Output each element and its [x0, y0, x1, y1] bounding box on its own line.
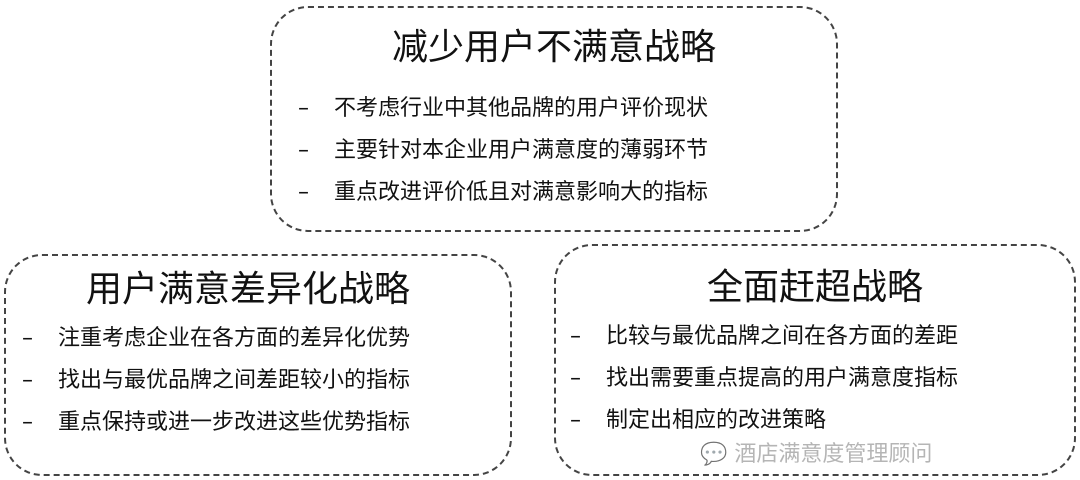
box-title: 减少用户不满意战略: [391, 27, 716, 68]
box-reduce-dissatisfaction: 减少用户不满意战略 –不考虑行业中其他品牌的用户评价现状 –主要针对本企业用户满…: [270, 6, 838, 232]
list-item: –比较与最优品牌之间在各方面的差距: [570, 324, 959, 349]
list-item: –找出与最优品牌之间差距较小的指标: [22, 368, 411, 393]
list-item: –找出需要重点提高的用户满意度指标: [570, 366, 959, 391]
box-differentiation: 用户满意差异化战略 –注重考虑企业在各方面的差异化优势 –找出与最优品牌之间差距…: [4, 254, 512, 476]
list-item: –主要针对本企业用户满意度的薄弱环节: [298, 138, 709, 163]
list-item: –注重考虑企业在各方面的差异化优势: [22, 326, 411, 351]
list-item: –重点保持或进一步改进这些优势指标: [22, 410, 411, 435]
box-title: 全面赶超战略: [706, 267, 923, 308]
watermark: 💬 酒店满意度管理顾问: [700, 442, 933, 467]
list-item: –不考虑行业中其他品牌的用户评价现状: [298, 96, 709, 121]
list-item: –重点改进评价低且对满意影响大的指标: [298, 180, 709, 205]
box-overtake: 全面赶超战略 –比较与最优品牌之间在各方面的差距 –找出需要重点提高的用户满意度…: [554, 244, 1076, 476]
list-item: –制定出相应的改进策略: [570, 408, 827, 433]
box-title: 用户满意差异化战略: [85, 269, 410, 310]
chat-bubble-icon: 💬: [700, 442, 728, 467]
